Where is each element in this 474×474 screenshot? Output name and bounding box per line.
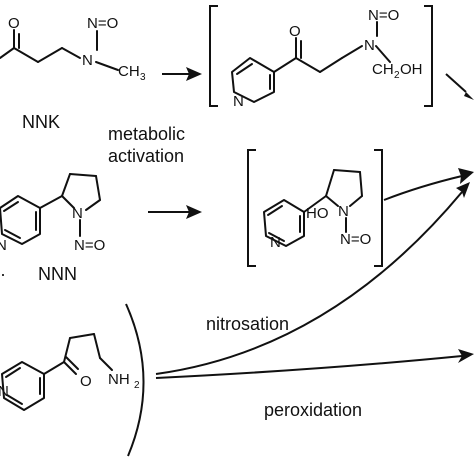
int1-pyridine-n: N bbox=[233, 93, 244, 110]
int1-amine-n: N bbox=[364, 37, 375, 54]
amk-nh2-sub: 2 bbox=[134, 380, 140, 391]
nnk-structure: O N N=O CH 3 bbox=[0, 15, 146, 83]
arrow-nitrosation bbox=[155, 182, 470, 375]
arrow-nnn-activation bbox=[148, 205, 202, 219]
amino-ketone-structure: N O NH 2 bbox=[0, 303, 145, 457]
nnn-label: NNN bbox=[38, 264, 77, 284]
nnk-intermediate: N O N N=O CH 2 OH bbox=[209, 5, 433, 110]
nnn-nitroso: N=O bbox=[74, 237, 105, 254]
nnk-methyl: CH bbox=[118, 63, 140, 80]
int2-nitroso: N=O bbox=[340, 231, 371, 248]
arrow-nnk-activation bbox=[162, 67, 202, 81]
nnk-methyl-sub: 3 bbox=[140, 72, 146, 83]
int1-ch2oh-oh: OH bbox=[400, 61, 423, 78]
nnn-ring-n: N bbox=[72, 205, 83, 222]
int1-ch2oh: CH bbox=[372, 61, 394, 78]
activation-label: activation bbox=[108, 146, 184, 166]
int1-ch2oh-sub: 2 bbox=[394, 70, 400, 81]
int2-pyridine-n: N bbox=[270, 234, 281, 251]
int2-ring-n: N bbox=[338, 203, 349, 220]
nnk-amine-n: N bbox=[82, 52, 93, 69]
arrow-int1-to-product bbox=[445, 73, 474, 100]
nnn-structure: N N N=O bbox=[0, 173, 105, 254]
arrow-peroxidation bbox=[155, 349, 474, 379]
int1-carbonyl-o: O bbox=[289, 23, 301, 40]
nnk-label: NNK bbox=[22, 112, 60, 132]
nnn-dot: · bbox=[0, 264, 6, 284]
arrow-int2-to-product bbox=[383, 168, 474, 201]
nnk-nitroso: N=O bbox=[87, 15, 118, 32]
metabolic-label: metabolic bbox=[108, 124, 185, 144]
amk-nh2: NH bbox=[108, 371, 130, 388]
int1-nitroso: N=O bbox=[368, 7, 399, 24]
peroxidation-label: peroxidation bbox=[264, 400, 362, 420]
amk-pyridine-n: N bbox=[0, 383, 9, 400]
nitrosation-label: nitrosation bbox=[206, 314, 289, 334]
amk-carbonyl-o: O bbox=[80, 373, 92, 390]
int2-ho: HO bbox=[306, 205, 329, 222]
nnk-carbonyl-o: O bbox=[8, 15, 20, 32]
nnn-pyridine-n: N bbox=[0, 237, 7, 254]
nnn-intermediate: N HO N N=O bbox=[247, 149, 383, 267]
